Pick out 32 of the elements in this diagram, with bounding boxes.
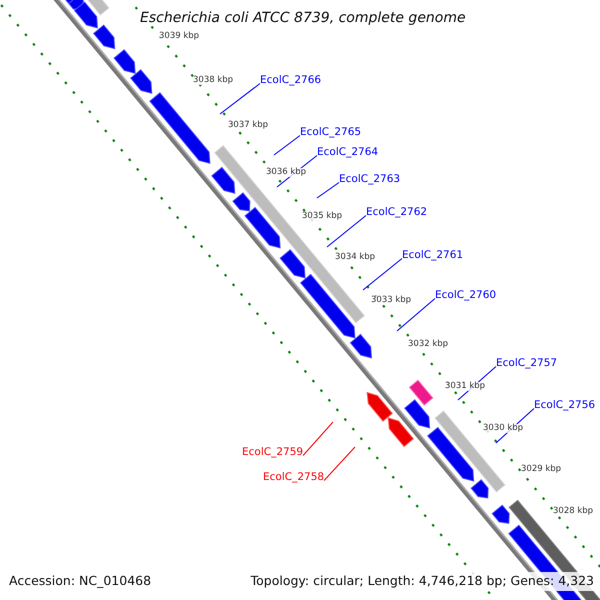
scale-label: 3028 kbp bbox=[553, 507, 594, 516]
leader-line bbox=[324, 446, 356, 481]
leader-line bbox=[396, 298, 436, 332]
gene-label: EcolC_2763 bbox=[339, 174, 400, 184]
scale-label: 3035 kbp bbox=[302, 212, 342, 220]
leader-line bbox=[274, 135, 300, 156]
leader-line bbox=[302, 422, 334, 456]
gene-label: EcolC_2762 bbox=[366, 207, 428, 218]
gene-label: EcolC_2764 bbox=[317, 147, 378, 158]
leader-line bbox=[316, 182, 340, 198]
leader-line bbox=[362, 258, 402, 290]
gene-label: EcolC_2759 bbox=[242, 447, 304, 458]
gene-label: EcolC_2766 bbox=[260, 75, 322, 86]
map-title: Escherichia coli ATCC 8739, complete genome bbox=[140, 11, 466, 25]
scale-label: 3029 kbp bbox=[521, 465, 562, 474]
scale-label: 3039 kbp bbox=[159, 32, 200, 40]
scale-label: 3032 kbp bbox=[408, 340, 448, 348]
gene-label: EcolC_2765 bbox=[300, 127, 362, 138]
leader-line bbox=[220, 83, 260, 114]
gene-label: EcolC_2760 bbox=[435, 290, 496, 300]
scale-label: 3034 kbp bbox=[335, 253, 376, 262]
gene-label: EcolC_2757 bbox=[496, 358, 558, 368]
leader-line bbox=[326, 215, 366, 248]
gene-label: EcolC_2758 bbox=[263, 472, 324, 482]
scale-label: 3030 kbp bbox=[483, 424, 524, 432]
gene-label: EcolC_2761 bbox=[402, 250, 464, 260]
gene-label: EcolC_2756 bbox=[534, 400, 596, 410]
scale-label: 3038 kbp bbox=[193, 76, 234, 84]
scale-label: 3036 kbp bbox=[266, 168, 306, 176]
scale-label: 3031 kbp bbox=[445, 382, 486, 390]
scale-label: 3037 kbp bbox=[228, 121, 268, 130]
scale-label: 3033 kbp bbox=[371, 296, 412, 304]
